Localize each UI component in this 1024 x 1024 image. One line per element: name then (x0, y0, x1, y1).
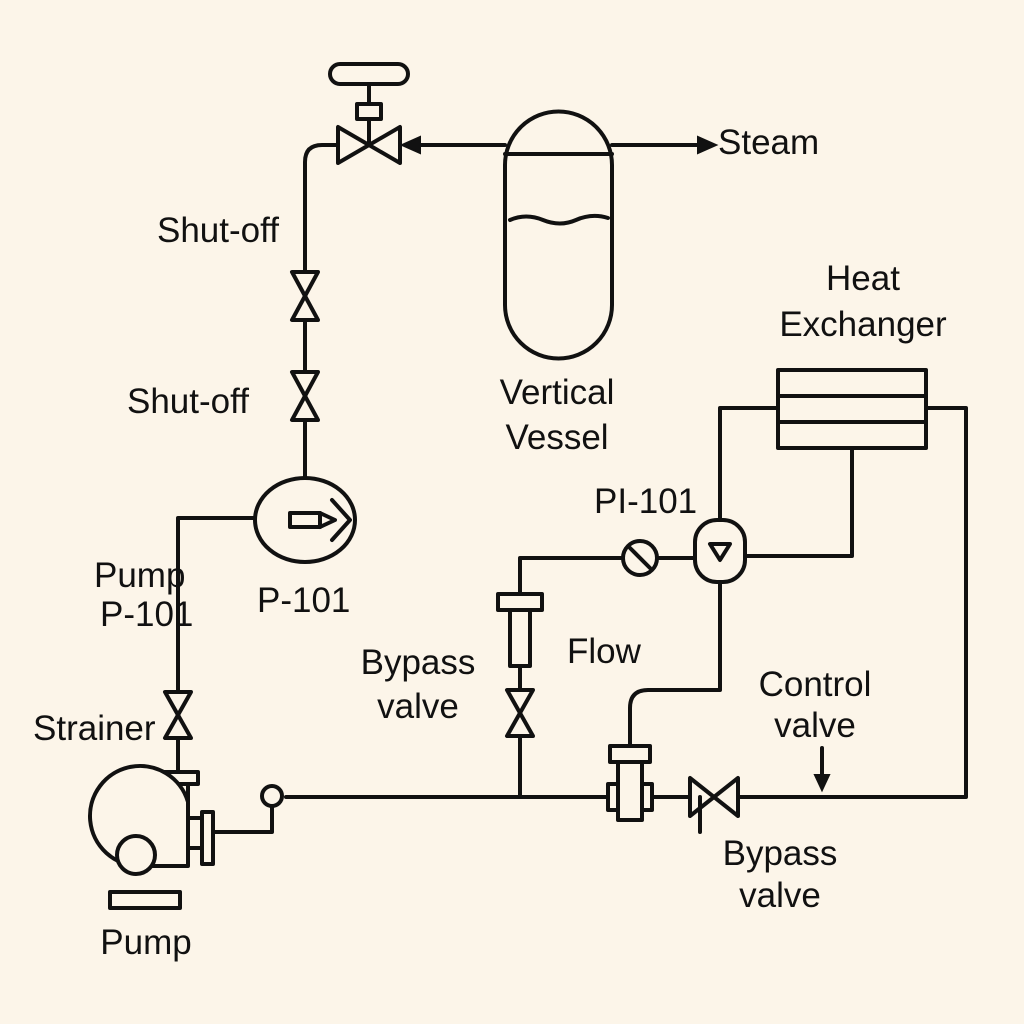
pipe-to-control (628, 580, 722, 748)
steam-arrow (697, 135, 719, 155)
control-valve-casing (616, 760, 644, 822)
label-heat-exchanger-2: Exchanger (779, 305, 947, 344)
valve-body-left (336, 125, 371, 165)
pipe-pump-outlet (211, 804, 274, 834)
strainer-valve[interactable] (163, 690, 193, 740)
label-shutoff-lower: Shut-off (127, 382, 249, 421)
label-pi-101: PI-101 (594, 482, 697, 521)
vessel-shell (503, 109, 614, 361)
gauge-needle (628, 546, 652, 570)
pipe-p101-left (176, 516, 264, 782)
label-steam: Steam (718, 123, 819, 162)
label-shutoff-upper: Shut-off (157, 211, 279, 250)
pipe-hx-inlet (718, 406, 780, 522)
pump-discharge-flange (200, 810, 215, 866)
shutoff-valve-lower[interactable] (290, 370, 320, 422)
flow-meter-flange (496, 592, 544, 612)
label-vertical-vessel-2: Vessel (505, 418, 608, 457)
control-valve-flange (608, 744, 652, 764)
label-strainer: Strainer (33, 709, 156, 748)
pipe-header-right (736, 406, 968, 799)
label-pump-p101-1: Pump (94, 556, 185, 595)
valve-body-right (367, 125, 402, 165)
pump-p101[interactable] (253, 476, 357, 564)
control-valve-body[interactable] (606, 744, 654, 822)
heat-exchanger[interactable] (776, 368, 928, 450)
label-vertical-vessel-1: Vertical (500, 373, 615, 412)
label-flow: Flow (567, 632, 642, 671)
pump-discharge-neck (186, 816, 204, 850)
pipe-valve-down (303, 143, 340, 480)
label-bypass-right-1: Bypass (723, 834, 838, 873)
label-control-valve-2: valve (774, 706, 856, 745)
centrifugal-pump[interactable] (88, 764, 215, 910)
level-instrument[interactable] (693, 518, 747, 584)
flow-arrow-left (399, 135, 421, 155)
liquid-level-icon (508, 213, 610, 226)
top-control-valve[interactable] (328, 62, 410, 165)
flow-meter-body (508, 608, 532, 668)
label-bypass-left-1: Bypass (361, 643, 476, 682)
flow-meter[interactable] (496, 592, 544, 668)
label-heat-exchanger-1: Heat (826, 259, 900, 298)
handwheel-icon[interactable] (328, 62, 410, 86)
instrument-triangle-icon (708, 542, 732, 562)
header-node (260, 784, 284, 808)
bypass-valve-left[interactable] (505, 688, 535, 738)
pump-impeller-icon (115, 834, 157, 876)
bypass-valve-right[interactable] (688, 776, 740, 834)
pump-nozzle (288, 511, 322, 529)
shutoff-valve-upper[interactable] (290, 270, 320, 322)
label-bypass-right-2: valve (739, 876, 821, 915)
label-pump-p101-2: P-101 (100, 595, 193, 634)
label-p101: P-101 (257, 581, 350, 620)
control-valve-left-flange (606, 782, 620, 812)
pump-chevron-icon (330, 498, 352, 542)
pipe-hx-outlet (743, 446, 854, 558)
control-valve-right-flange (640, 782, 654, 812)
vertical-vessel[interactable] (503, 109, 614, 361)
hx-tubes (776, 394, 928, 424)
pressure-indicator-pi101[interactable] (621, 539, 659, 577)
labels: Steam Heat Exchanger Shut-off Shut-off V… (33, 123, 947, 962)
label-control-valve-1: Control (759, 665, 872, 704)
label-bypass-left-2: valve (377, 687, 459, 726)
hx-shell (776, 368, 928, 450)
label-pump: Pump (100, 923, 191, 962)
pump-base (108, 890, 182, 910)
pump-tip (318, 511, 337, 529)
valve-actuator (355, 102, 383, 121)
control-pointer-arrow-icon (813, 774, 831, 793)
